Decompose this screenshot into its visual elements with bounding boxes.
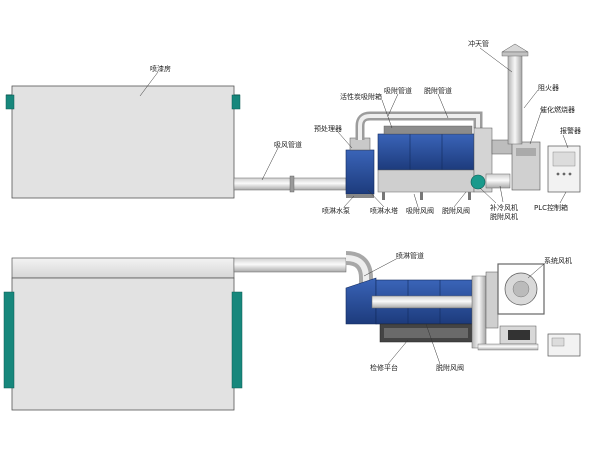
label-fire-arrester: 阻火器 <box>538 83 559 92</box>
label-adsorb-valve: 吸附风阀 <box>406 206 434 215</box>
upper-view <box>5 43 581 200</box>
label-desorb-fan: 脱附风机 <box>490 212 518 221</box>
carbon-unit-lower <box>345 277 477 343</box>
carbon-boxes-upper <box>377 125 475 200</box>
label-spray-tower: 喷淋水塔 <box>370 206 398 215</box>
label-spray-pump: 喷淋水泵 <box>322 206 350 215</box>
paint-booth-lower <box>3 257 243 411</box>
label-maintenance-platform: 检修平台 <box>370 363 398 372</box>
label-suction-duct: 吸风管道 <box>274 140 302 149</box>
label-plc-cabinet: PLC控制箱 <box>534 203 568 212</box>
label-desorb-valve-bottom: 脱附风阀 <box>436 363 464 372</box>
label-system-fan: 系统风机 <box>544 256 572 265</box>
labels: 喷漆房 冲天管 活性炭吸附箱 吸附管道 脱附管道 阻火器 催化燃烧器 预处理器 … <box>150 39 581 372</box>
suction-duct-upper <box>233 175 347 193</box>
leader-lines <box>139 47 569 365</box>
plc-cabinet-lower <box>547 333 581 357</box>
plc-cabinet-upper <box>547 145 581 193</box>
paint-booth-upper <box>5 85 241 199</box>
catalytic-section-upper <box>470 127 541 193</box>
label-spray-duct: 喷淋管道 <box>396 251 424 260</box>
adsorb-duct-upper <box>355 111 483 140</box>
label-paint-booth: 喷漆房 <box>150 64 171 73</box>
label-activated-carbon: 活性炭吸附箱 <box>340 92 382 101</box>
lower-view <box>3 251 581 411</box>
label-catalytic-burner: 催化燃烧器 <box>540 105 575 114</box>
label-pre-filter: 预处理器 <box>314 124 342 133</box>
label-desorb-duct: 脱附管道 <box>424 86 452 95</box>
label-adsorb-duct: 吸附管道 <box>384 86 412 95</box>
catalytic-section-lower <box>471 263 545 351</box>
label-alarm: 报警器 <box>560 126 581 135</box>
label-desorb-valve: 脱附风阀 <box>442 206 470 215</box>
label-cooling-fan: 补冷风机 <box>490 203 518 212</box>
label-chimney: 冲天管 <box>468 39 489 48</box>
spray-duct-lower <box>233 251 373 288</box>
chimney-upper <box>501 43 529 145</box>
pre-filter-upper <box>345 137 375 198</box>
